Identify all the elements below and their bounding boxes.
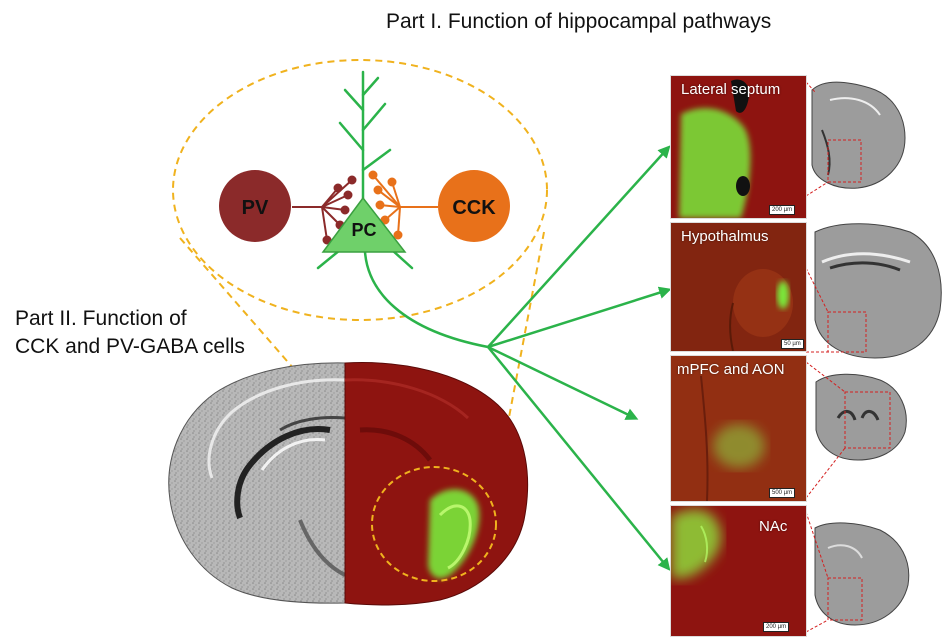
thumb-mpfc-aon [805,361,907,499]
panel-nac-image [671,506,806,636]
panel-mpfc-aon-label: mPFC and AON [677,361,785,378]
panel-mpfc-aon-scalebar: 500 µm [769,488,796,498]
panel-hypothalamus-image [671,223,806,351]
panel-hypothalamus: Hypothalmus 50 µm [670,222,807,352]
arrow-to-hypothalamus [487,286,672,349]
circuit-highlight-ellipse [172,59,548,321]
pv-cell-label: PV [242,197,269,219]
panel-hypothalamus-label: Hypothalmus [681,228,769,245]
part-two-title-line2: CCK and PV-GABA cells [15,335,245,358]
panel-nac-scalebar: 200 µm [763,622,790,632]
pc-dendrites [316,70,414,270]
panel-lateral-septum-scalebar: 200 µm [769,205,796,215]
thumb-lateral-septum [805,81,906,197]
panel-lateral-septum-label: Lateral septum [681,81,781,98]
panel-mpfc-aon: mPFC and AON 500 µm [670,355,807,502]
panel-hypothalamus-scalebar: 50 µm [781,339,804,349]
arrow-to-nac [487,346,671,571]
arrow-to-lateral-septum [487,145,671,348]
cck-axon-terminals [368,170,438,240]
target-region-circle [371,466,497,582]
cck-cell-label: CCK [452,197,496,219]
arrow-to-mpfc-aon [487,345,639,420]
pc-axon-projection [363,145,672,571]
pc-soma [321,196,407,253]
panel-nac: NAc 200 µm [670,505,807,637]
brain-section-grayscale-half [168,362,346,604]
panel-lateral-septum-image [671,76,806,218]
pv-axon-terminals [292,175,357,245]
panel-mpfc-aon-image [671,356,806,501]
panel-lateral-septum: Lateral septum 200 µm [670,75,807,219]
panel-nac-label: NAc [759,518,788,535]
brain-section-fluorescent-half [344,362,529,606]
cck-cell [438,170,510,242]
part-two-title-line1: Part II. Function of [15,307,187,330]
pv-cell [219,170,291,242]
part-one-title: Part I. Function of hippocampal pathways [386,10,772,33]
thumb-nac [805,511,910,633]
thumb-hypothalamus [805,223,942,359]
pc-cell-label: PC [351,220,376,240]
